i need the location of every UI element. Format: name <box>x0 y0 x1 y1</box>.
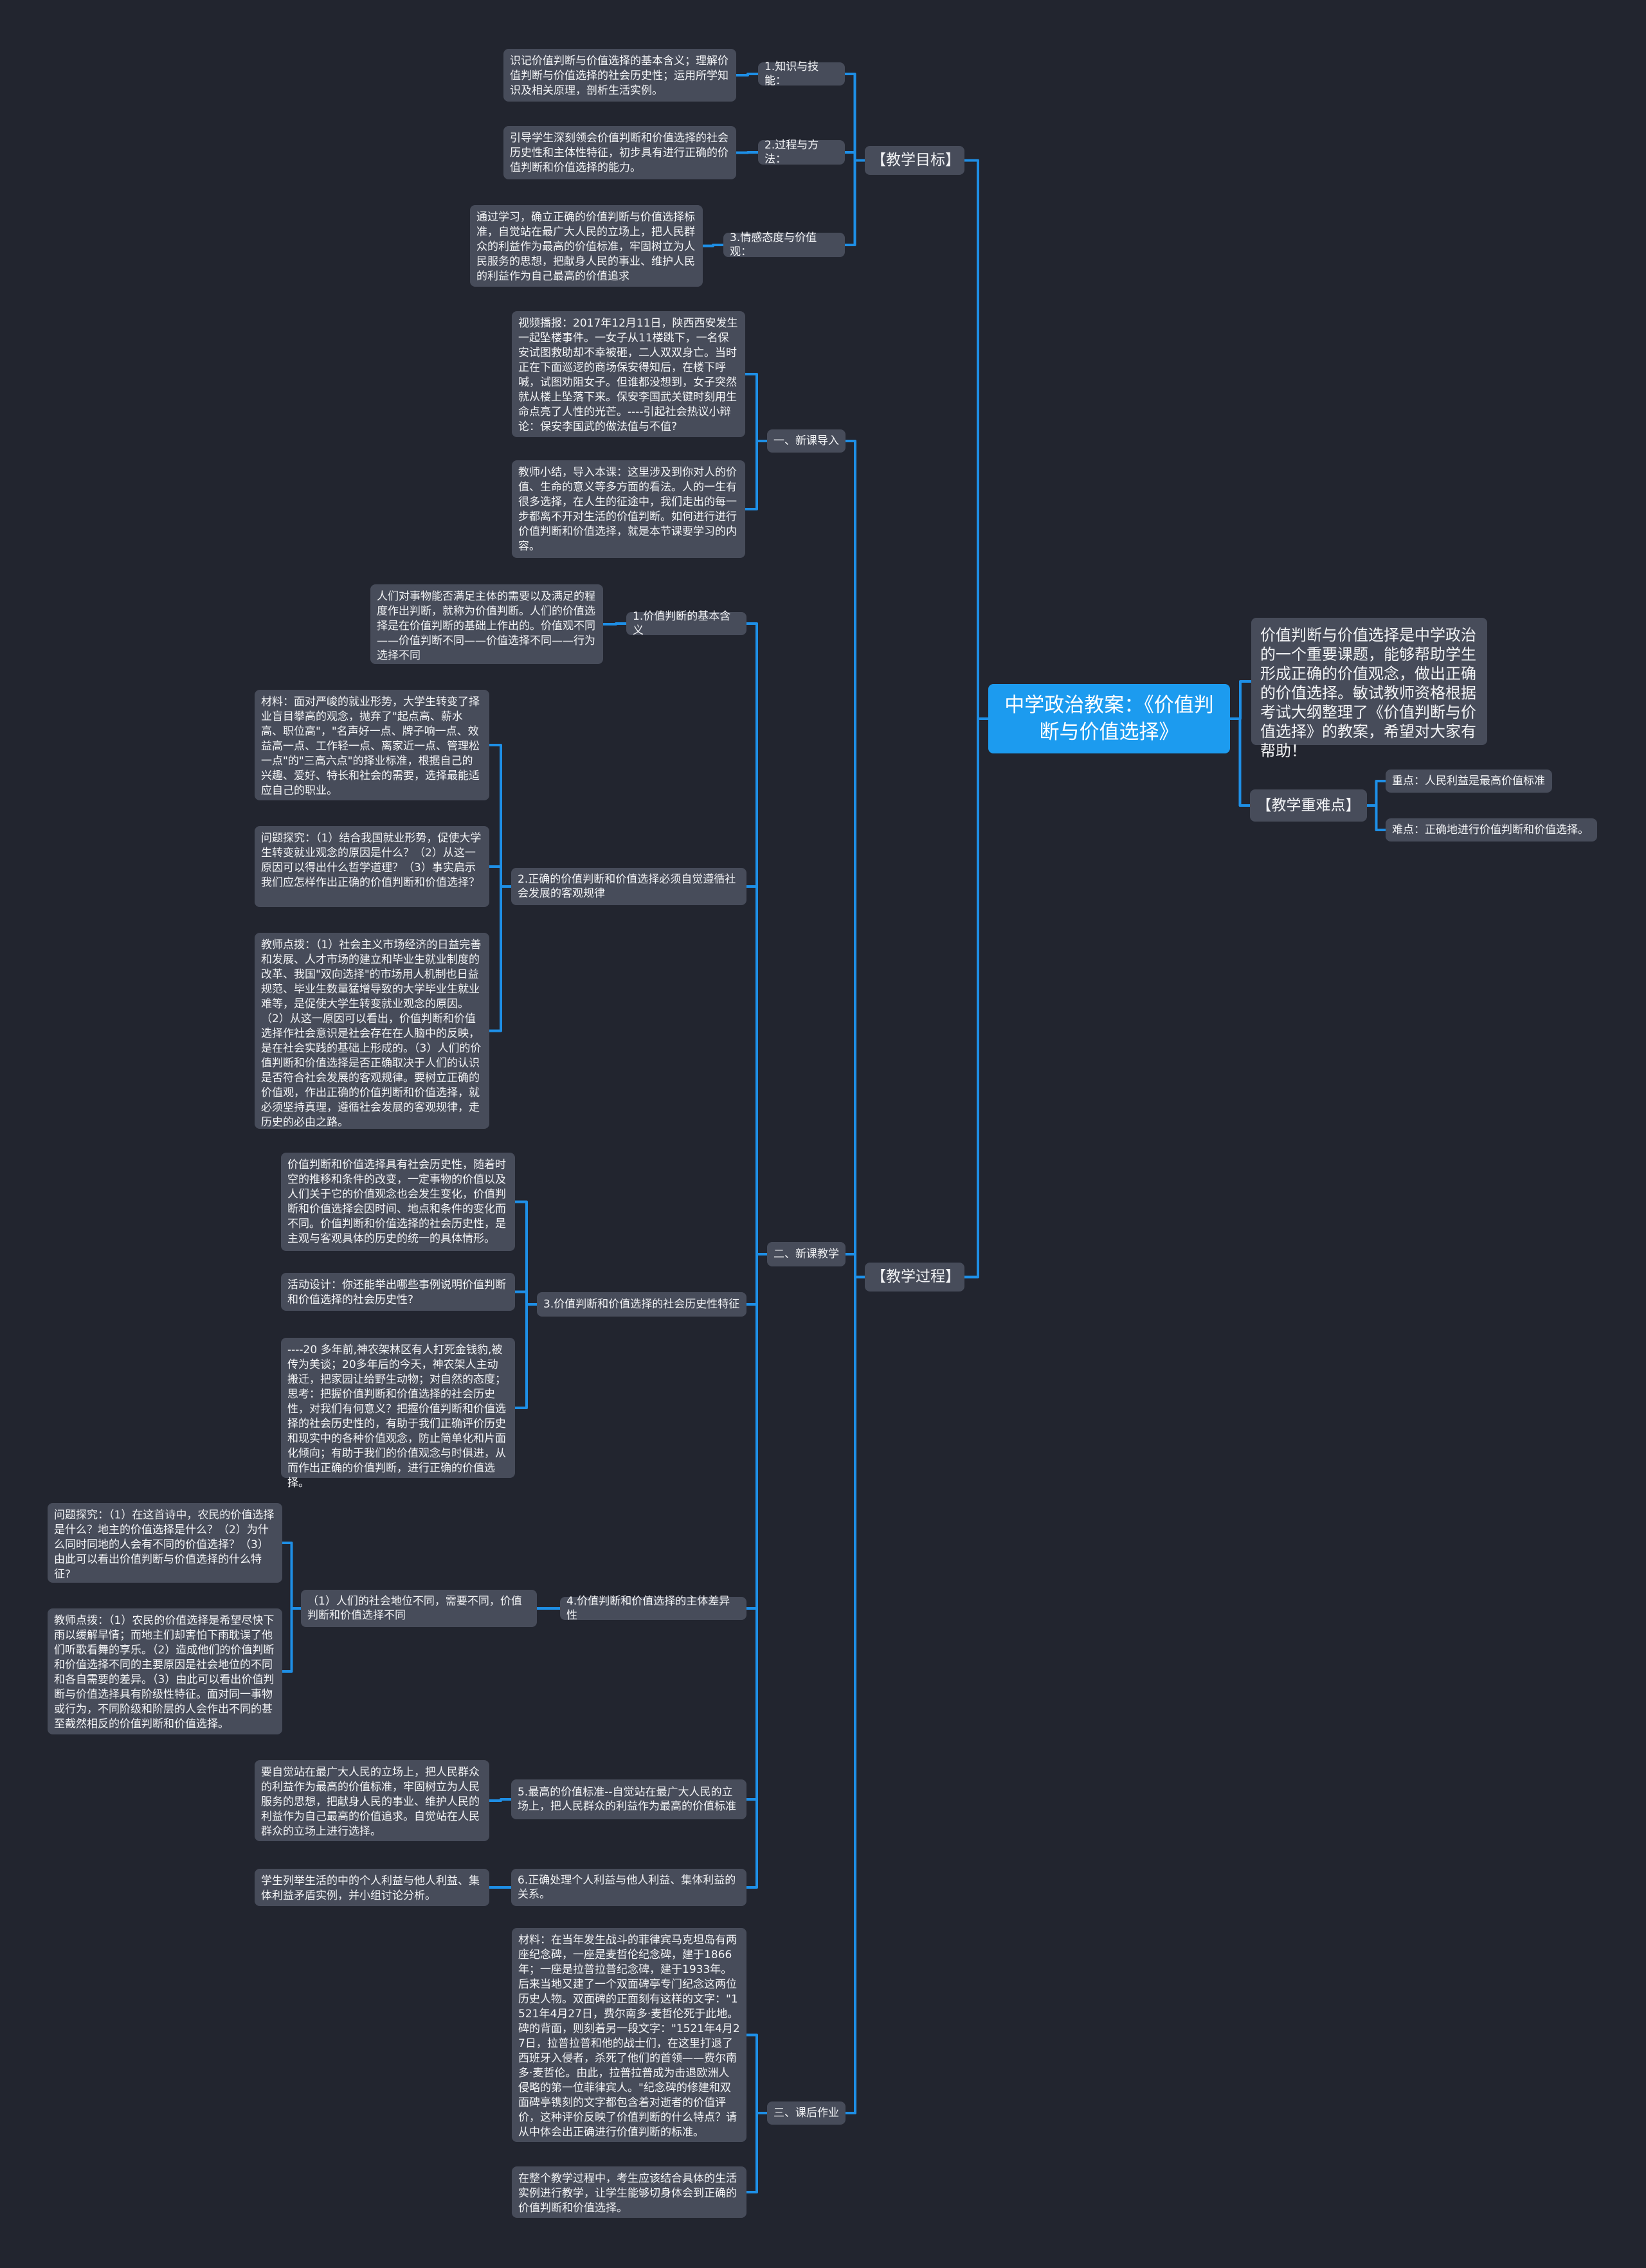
connector-line <box>746 2033 767 2114</box>
objective-values[interactable]: 3.情感态度与价值观： <box>723 231 845 258</box>
note[interactable]: 要自觉站在最广大人民的立场上，把人民群众的利益作为最高的价值标准，牢固树立为人民… <box>255 1760 489 1841</box>
root-topic[interactable]: 中学政治教案：《价值判断与价值选择》 <box>988 684 1230 753</box>
key-point-item[interactable]: 重点：人民利益是最高价值标准 <box>1386 770 1552 793</box>
connector-line <box>736 151 758 154</box>
connector-line <box>846 1253 865 1279</box>
topic-node[interactable]: 6.正确处理个人利益与他人利益、集体利益的关系。 <box>511 1869 746 1906</box>
note[interactable]: ----20 多年前,神农架林区有人打死金钱豹,被传为美谈；20多年后的今天，神… <box>281 1338 515 1490</box>
connector-line <box>1367 780 1386 807</box>
connector-line <box>746 1253 767 1889</box>
note[interactable]: 教师点拨：（1）社会主义市场经济的日益完善和发展、人才市场的建立和毕业生就业制度… <box>255 933 489 1129</box>
note[interactable]: 人们对事物能否满足主体的需要以及满足的程度作出判断，就称为价值判断。人们的价值选… <box>370 584 603 664</box>
section-intro[interactable]: 一、新课导入 <box>767 429 846 453</box>
connector-line <box>489 865 511 888</box>
note[interactable]: 问题探究：（1）结合我国就业形势，促使大学生转变就业观念的原因是什么？（2）从这… <box>255 826 489 907</box>
topic-node[interactable]: 1.价值判断的基本含义 <box>626 610 746 637</box>
section-teaching[interactable]: 二、新课教学 <box>767 1242 846 1266</box>
connector-line <box>282 1607 301 1673</box>
connector-line <box>1367 804 1386 831</box>
note[interactable]: 活动设计：你还能举出哪些事例说明价值判断和价值选择的社会历史性? <box>281 1273 515 1311</box>
note[interactable]: 教师点拨：（1）农民的价值选择是希望尽快下雨以缓解旱情；而地主们却害怕下雨耽误了… <box>48 1608 282 1734</box>
objectives-node[interactable]: 【教学目标】 <box>865 146 964 175</box>
connector-line <box>845 159 865 246</box>
connector-line <box>964 159 988 720</box>
connector-line <box>964 717 988 1279</box>
section-homework[interactable]: 三、课后作业 <box>767 2102 846 2125</box>
subtopic-node[interactable]: （1）人们的社会地位不同，需要不同，价值判断和价值选择不同 <box>301 1590 537 1627</box>
connector-line <box>746 2112 767 2193</box>
connector-line <box>489 885 511 1032</box>
connector-line <box>745 440 767 510</box>
connector-line <box>1230 680 1251 720</box>
objective-process[interactable]: 2.过程与方法： <box>758 139 845 166</box>
objective-knowledge[interactable]: 1.知识与技能： <box>758 60 845 87</box>
connector-line <box>746 885 767 1256</box>
note[interactable]: 学生列举生活的中的个人利益与他人利益、集体利益矛盾实例，并小组讨论分析。 <box>255 1869 489 1906</box>
process-node[interactable]: 【教学过程】 <box>865 1263 964 1292</box>
topic-node[interactable]: 3.价值判断和价值选择的社会历史性特征 <box>537 1292 746 1317</box>
connector-line <box>515 1290 537 1306</box>
connector-line <box>282 1542 301 1610</box>
topic-node[interactable]: 4.价值判断和价值选择的主体差异性 <box>560 1595 746 1622</box>
connector-line <box>515 1303 537 1409</box>
difficult-point-item[interactable]: 难点：正确地进行价值判断和价值选择。 <box>1386 818 1597 842</box>
objective-note[interactable]: 引导学生深刻领会价值判断和价值选择的社会历史性和主体性特征，初步具有进行正确的价… <box>503 126 736 179</box>
connector-line <box>1230 717 1250 807</box>
note[interactable]: 价值判断和价值选择具有社会历史性，随着时空的推移和条件的改变，一定事物的价值以及… <box>281 1153 515 1251</box>
connector-line <box>703 244 723 248</box>
connector-line <box>845 73 865 162</box>
note[interactable]: 材料：面对严峻的就业形势，大学生转变了择业盲目攀高的观念，抛弃了"起点高、薪水高… <box>255 690 489 800</box>
intro-note[interactable]: 价值判断与价值选择是中学政治的一个重要课题，能够帮助学生形成正确的价值观念，做出… <box>1251 618 1487 760</box>
connector-line <box>745 373 767 442</box>
connector-line <box>515 1200 537 1306</box>
topic-node[interactable]: 2.正确的价值判断和价值选择必须自觉遵循社会发展的客观规律 <box>511 868 746 905</box>
note[interactable]: 视频播报：2017年12月11日，陕西西安发生一起坠楼事件。一女子从11楼跳下，… <box>512 311 745 437</box>
objective-note[interactable]: 识记价值判断与价值选择的基本含义；理解价值判断与价值选择的社会历史性；运用所学知… <box>503 49 736 102</box>
root-title: 中学政治教案：《价值判断与价值选择》 <box>1004 694 1214 744</box>
note[interactable]: 问题探究：（1）在这首诗中，农民的价值选择是什么？地主的价值选择是什么？（2）为… <box>48 1503 282 1583</box>
note[interactable]: 教师小结，导入本课：这里涉及到你对人的价值、生命的意义等多方面的看法。人的一生有… <box>512 460 745 558</box>
connector-line <box>846 1275 865 2114</box>
note[interactable]: 在整个教学过程中，考生应该结合具体的生活实例进行教学，让学生能够切身体会到正确的… <box>512 2166 746 2218</box>
connector-line <box>489 1798 511 1802</box>
topic-node[interactable]: 5.最高的价值标准--自觉站在最广大人民的立场上，把人民群众的利益作为最高的价值… <box>511 1779 746 1819</box>
connector-line <box>846 440 865 1279</box>
connector-line <box>736 73 758 76</box>
key-points-node[interactable]: 【教学重难点】 <box>1250 789 1367 822</box>
objective-note[interactable]: 通过学习，确立正确的价值判断与价值选择标准，自觉站在最广大人民的立场上，把人民群… <box>470 205 703 287</box>
note[interactable]: 材料：在当年发生战斗的菲律宾马克坦岛有两座纪念碑，一座是麦哲伦纪念碑，建于186… <box>512 1928 746 2142</box>
